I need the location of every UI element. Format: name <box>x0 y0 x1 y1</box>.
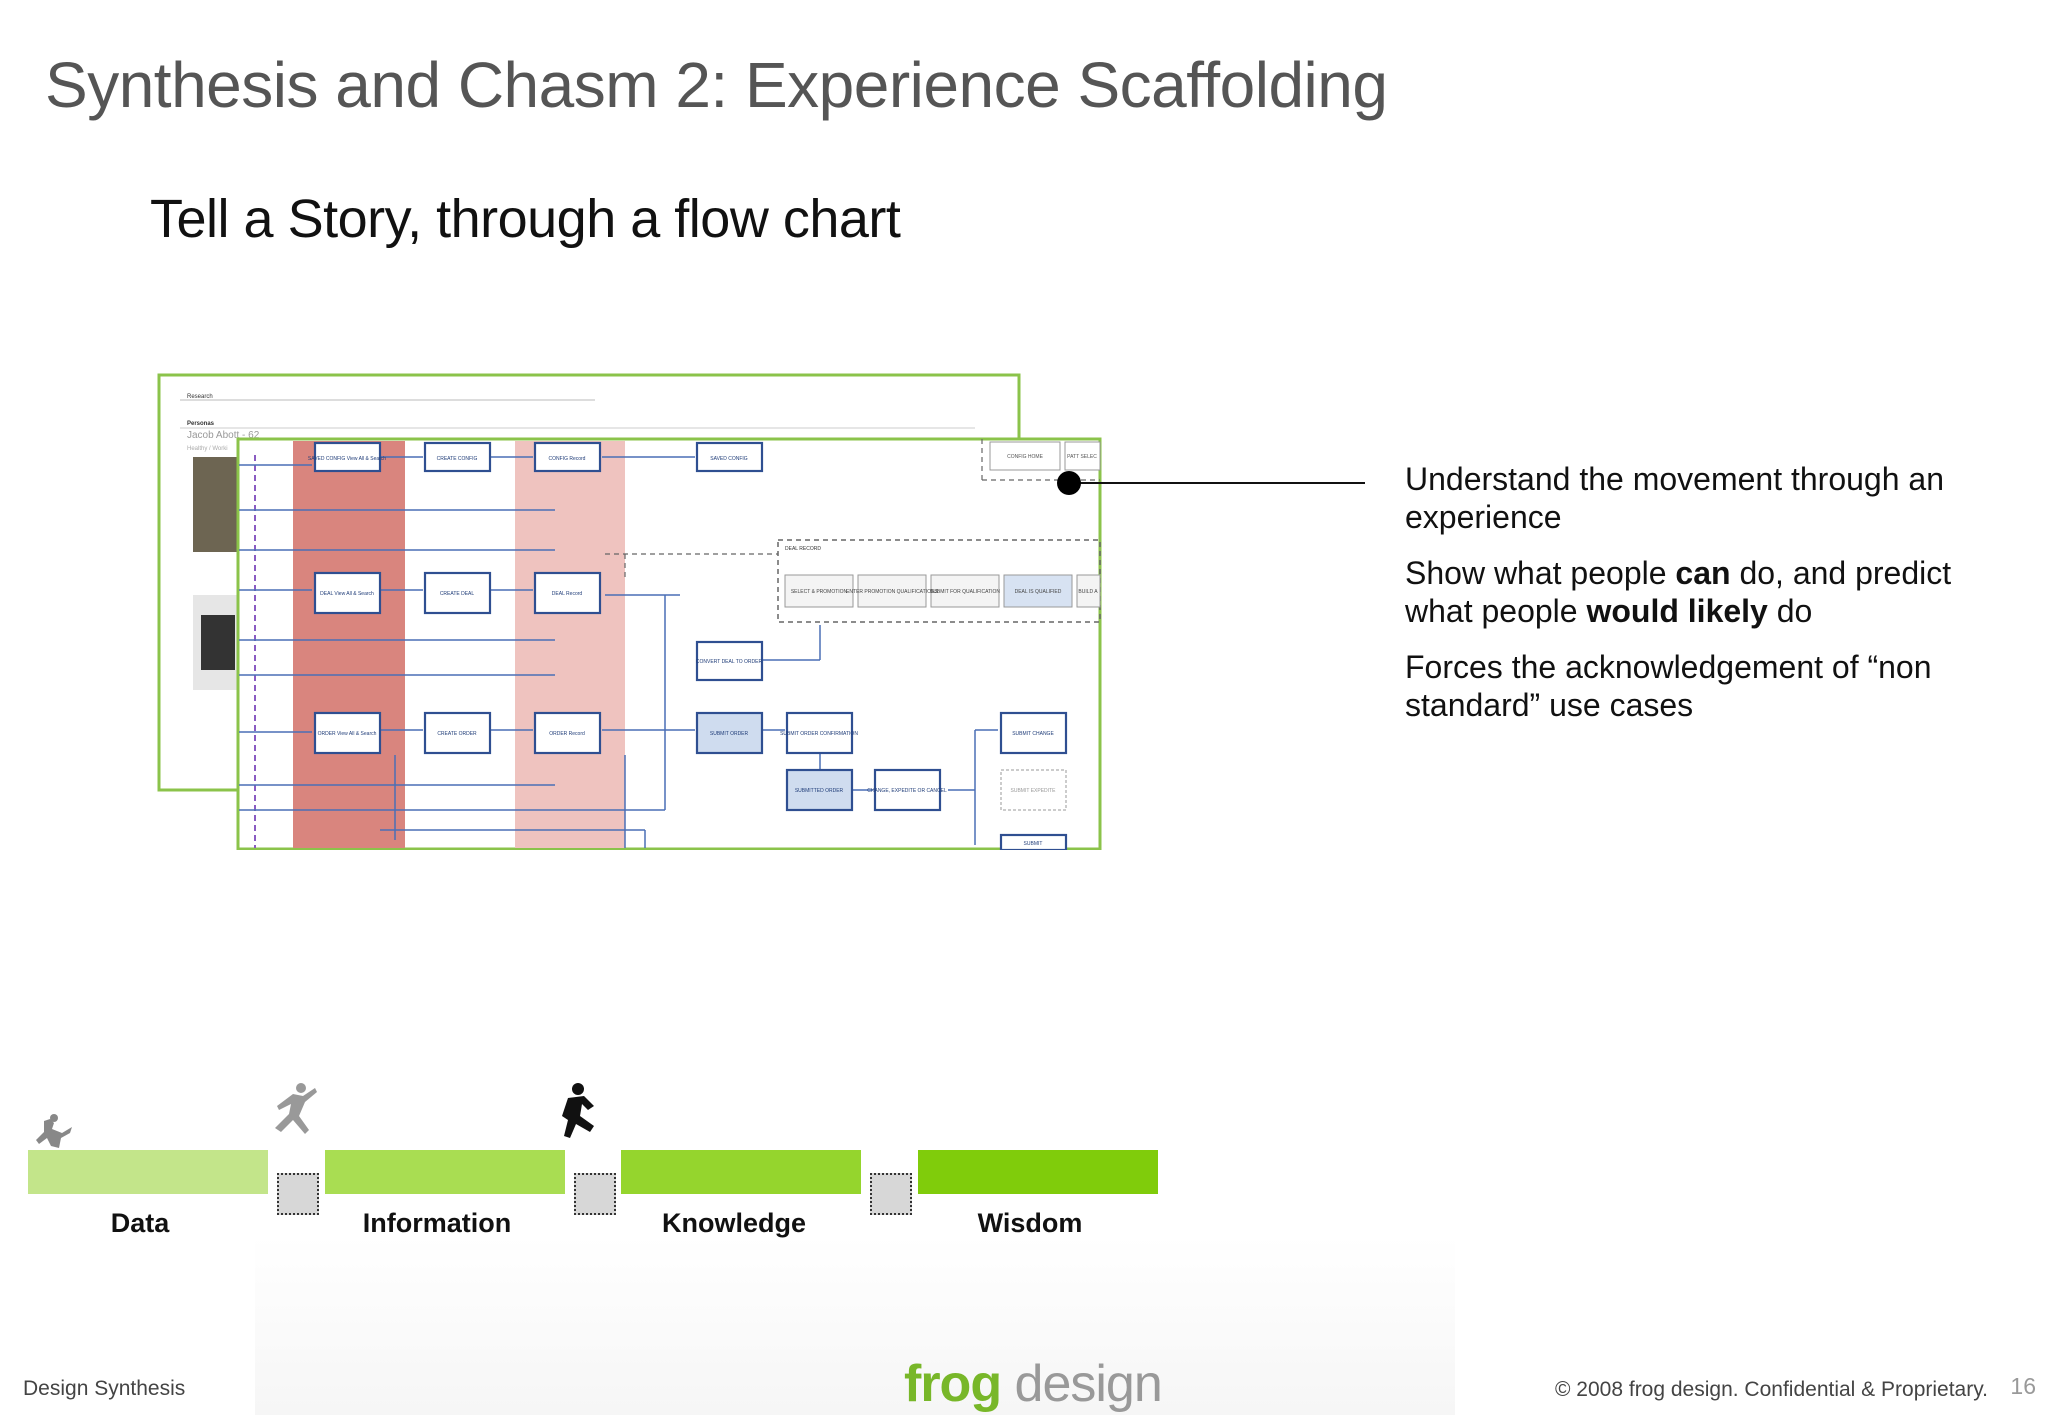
stage-label-data: Data <box>110 1208 170 1238</box>
box-submit-order-confirmation <box>785 711 854 755</box>
svg-text:CONFIG HOME: CONFIG HOME <box>1007 454 1043 460</box>
box-create-config <box>423 441 492 473</box>
lane-highlight-light <box>515 441 625 848</box>
svg-text:SUBMIT EXPEDITE: SUBMIT EXPEDITE <box>1011 788 1057 794</box>
svg-text:ORDER View All & Search: ORDER View All & Search <box>318 731 377 737</box>
lane-highlight-dark <box>293 441 405 848</box>
stage-bar-information <box>325 1150 565 1194</box>
callout-dot <box>1057 471 1081 495</box>
box-submit-change <box>999 711 1068 755</box>
box-deal-view <box>313 571 382 615</box>
back-section: Personas <box>187 421 215 427</box>
box-convert-deal <box>695 640 764 682</box>
svg-text:SUBMIT: SUBMIT <box>1024 841 1043 847</box>
stage-label-knowledge: Knowledge <box>661 1208 806 1238</box>
box-config-record <box>533 441 602 473</box>
svg-text:SELECT & PROMOTION: SELECT & PROMOTION <box>791 589 848 595</box>
callout-line <box>1068 482 1365 484</box>
svg-text:SUBMIT CHANGE: SUBMIT CHANGE <box>1012 731 1054 737</box>
box-saved-config <box>695 441 764 473</box>
svg-text:BUILD A: BUILD A <box>1078 589 1098 595</box>
flow-chart-figure: Research Personas Jacob Abott - 62 Healt… <box>155 370 1105 852</box>
frog-design-logo: frog design <box>904 1355 1163 1413</box>
box-select-promotion <box>784 574 854 608</box>
stage-label-information: Information <box>362 1208 512 1238</box>
svg-text:SUBMIT FOR QUALIFICATION: SUBMIT FOR QUALIFICATION <box>930 589 1000 595</box>
back-note: Healthy / Worki <box>187 446 228 452</box>
back-header: Research <box>187 394 213 400</box>
chasm-gap-1 <box>277 1173 319 1215</box>
box-create-deal <box>423 571 492 615</box>
box-submit-qualification <box>930 574 1000 608</box>
box-create-order <box>423 711 492 755</box>
box-enter-promotion <box>857 574 927 608</box>
svg-text:CREATE ORDER: CREATE ORDER <box>437 731 477 737</box>
box-config-home <box>989 441 1061 471</box>
box-order-record <box>533 711 602 755</box>
stage-label-wisdom: Wisdom <box>977 1208 1083 1238</box>
svg-text:DEAL View All & Search: DEAL View All & Search <box>320 591 374 597</box>
back-persona: Jacob Abott - 62 <box>187 430 260 441</box>
box-saved-config-view <box>313 441 382 473</box>
bullet-3: Forces the acknowledgement of “non stand… <box>1405 649 1932 723</box>
svg-text:SAVED CONFIG: SAVED CONFIG <box>710 456 748 462</box>
person-leap-icon <box>275 1083 317 1134</box>
footer-section-name: Design Synthesis <box>23 1377 186 1400</box>
page-number: 16 <box>2010 1373 2036 1399</box>
dikw-scale: Data Information Knowledge Wisdom <box>28 1083 1158 1250</box>
svg-text:CREATE DEAL: CREATE DEAL <box>440 591 475 597</box>
box-deal-record <box>533 571 602 615</box>
slide-title: Synthesis and Chasm 2: Experience Scaffo… <box>45 49 1388 121</box>
svg-text:ENTER PROMOTION QUALIFICATIONS: ENTER PROMOTION QUALIFICATIONS <box>846 589 939 595</box>
slide-subtitle: Tell a Story, through a flow chart <box>150 189 901 249</box>
deal-record-label: DEAL RECORD <box>785 546 821 552</box>
box-submitted-order <box>785 768 854 812</box>
svg-text:DEAL IS QUALIFIED: DEAL IS QUALIFIED <box>1015 589 1062 595</box>
chasm-gap-3 <box>870 1173 912 1215</box>
box-deal-qualified <box>1003 574 1073 608</box>
svg-text:SUBMIT ORDER CONFIRMATION: SUBMIT ORDER CONFIRMATION <box>780 731 858 737</box>
bullet-1: Understand the movement through an exper… <box>1405 461 1944 535</box>
person-crouch-icon <box>36 1114 72 1148</box>
svg-text:SUBMITTED ORDER: SUBMITTED ORDER <box>795 788 844 794</box>
svg-text:CREATE CONFIG: CREATE CONFIG <box>437 456 478 462</box>
stage-bar-data <box>28 1150 268 1194</box>
bullet-list: Understand the movement through an exper… <box>1405 460 1965 742</box>
box-pattern-select <box>1064 441 1101 471</box>
svg-text:ORDER Record: ORDER Record <box>549 731 585 737</box>
person-jump-icon <box>560 1083 594 1138</box>
svg-text:CHANGE, EXPEDITE OR CANCEL: CHANGE, EXPEDITE OR CANCEL <box>867 788 947 794</box>
box-change-expedite-cancel <box>873 768 942 812</box>
box-submit-expedite <box>1000 769 1067 811</box>
svg-text:CONFIG Record: CONFIG Record <box>549 456 586 462</box>
svg-text:DEAL Record: DEAL Record <box>552 591 583 597</box>
box-order-view <box>313 711 382 755</box>
svg-text:SUBMIT ORDER: SUBMIT ORDER <box>710 731 749 737</box>
svg-text:SAVED CONFIG View All & Search: SAVED CONFIG View All & Search <box>308 456 386 462</box>
box-build <box>1076 574 1101 608</box>
back-photo-1 <box>193 457 238 552</box>
stage-bar-knowledge <box>621 1150 861 1194</box>
footer-copyright: © 2008 frog design. Confidential & Propr… <box>1555 1378 1988 1401</box>
chasm-gap-2 <box>574 1173 616 1215</box>
box-submit-order <box>695 711 764 755</box>
stage-bar-wisdom <box>918 1150 1158 1194</box>
svg-text:CONVERT DEAL TO ORDER: CONVERT DEAL TO ORDER <box>696 659 763 665</box>
bullet-2: Show what people can do, and predict wha… <box>1405 555 1952 629</box>
footer-shade <box>255 1235 1455 1415</box>
svg-text:PATT SELEC: PATT SELEC <box>1067 454 1097 460</box>
flow-chart-image: Research Personas Jacob Abott - 62 Healt… <box>157 373 1102 852</box>
